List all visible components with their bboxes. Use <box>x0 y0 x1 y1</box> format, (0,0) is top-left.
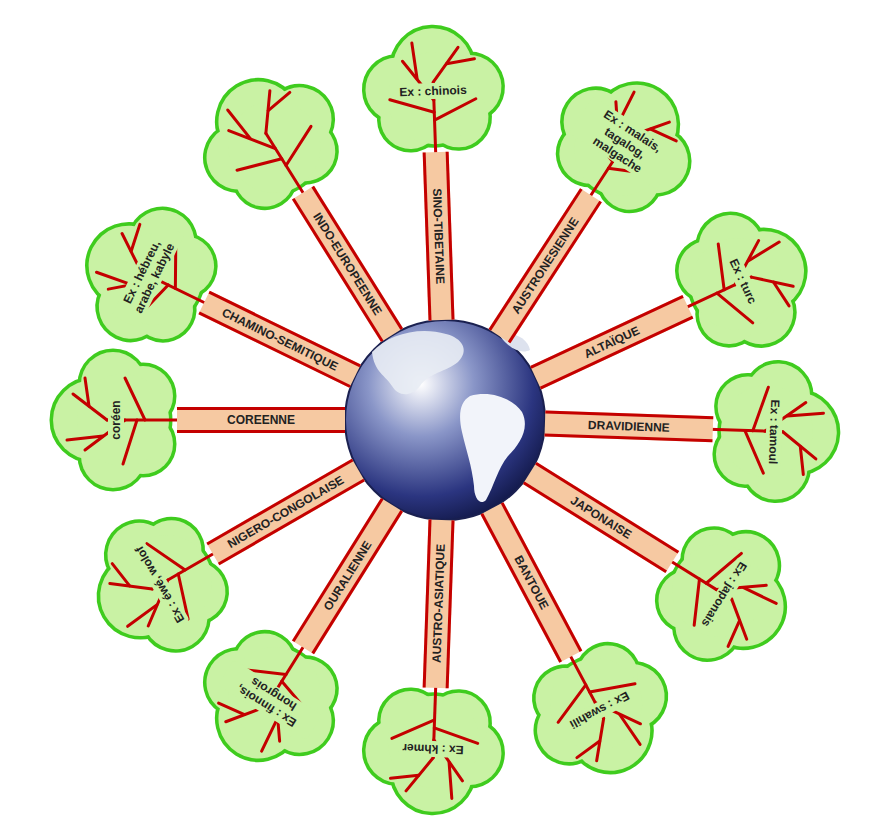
family-name: ALTAÏQUE <box>582 323 642 361</box>
family-branch: NIGERO-CONGOLAISE <box>206 459 364 566</box>
language-canopy: coréen <box>106 368 124 472</box>
family-branch: SINO-TIBETAINE <box>423 152 455 321</box>
family-branch: OURALIENNE <box>292 498 403 654</box>
canopy-vein <box>123 420 137 464</box>
canopies <box>53 26 839 814</box>
canopy-vein <box>743 430 764 473</box>
family-branch: JAPONAISE <box>523 462 679 573</box>
canopy-lobe <box>534 642 658 766</box>
canopy-lobe <box>655 527 782 654</box>
tree-canopy <box>63 187 238 365</box>
family-branch: BANTOUE <box>480 502 582 663</box>
tree-canopy <box>532 54 716 235</box>
land-south <box>460 394 525 502</box>
canopy-vein <box>448 762 453 798</box>
canopy-vein <box>787 412 823 417</box>
canopy-lobe <box>211 83 338 210</box>
canopy-vein <box>258 719 280 752</box>
canopy-vein <box>774 281 789 308</box>
family-branch: AUSTRONESIENNE <box>489 188 602 343</box>
family-name: AUSTRO-ASIATIQUE <box>430 544 448 664</box>
family-name: COREENNE <box>227 413 295 427</box>
canopy-vein <box>266 92 292 110</box>
tree-canopy <box>633 502 814 685</box>
canopy-vein <box>725 621 743 647</box>
canopy-vein <box>275 126 321 165</box>
tree-canopy <box>656 193 829 370</box>
canopy-vein <box>112 562 129 588</box>
tree-canopy <box>509 621 689 798</box>
family-name: JAPONAISE <box>568 493 634 542</box>
globe <box>345 320 545 520</box>
language-canopy: Ex : khmer <box>381 739 486 761</box>
canopy-vein <box>125 378 145 420</box>
language-example: Ex : chinois <box>397 82 471 101</box>
canopy-lobe <box>676 223 798 345</box>
family-name: NIGERO-CONGOLAISE <box>225 473 346 551</box>
canopy-vein <box>85 378 89 406</box>
canopy-vein <box>744 584 777 606</box>
canopy-vein <box>446 59 474 64</box>
canopy-vein <box>575 741 602 758</box>
language-canopy: Ex : tamoul <box>764 379 786 484</box>
canopy-vein <box>412 43 417 79</box>
canopy-vein <box>747 242 781 261</box>
canopy-vein <box>228 108 250 141</box>
family-name: BANTOUE <box>511 553 551 612</box>
canopy-vein <box>219 700 245 718</box>
canopy-vein <box>67 436 103 440</box>
canopy-vein <box>126 605 159 626</box>
tree-canopy <box>363 681 503 814</box>
canopy-vein <box>620 713 640 747</box>
tree-canopy <box>53 352 181 488</box>
tree-canopy <box>180 608 363 789</box>
family-name: OURALIENNE <box>321 539 375 614</box>
tree-canopy <box>180 51 363 232</box>
canopy-vein <box>390 98 434 114</box>
canopy-lobe <box>103 518 229 644</box>
family-branch: COREENNE <box>177 407 345 433</box>
family-name: CHAMINO-SEMITIQUE <box>219 305 340 373</box>
canopy-lobe <box>211 630 338 757</box>
land-north <box>372 331 464 394</box>
family-branch: DRAVIDIENNE <box>544 410 713 442</box>
canopy-vein <box>128 224 144 251</box>
tree-canopy <box>363 26 503 159</box>
language-example: Ex : tamoul <box>765 396 783 467</box>
tree-canopy <box>706 361 839 501</box>
globe-sphere <box>345 320 545 520</box>
canopy-vein <box>390 774 418 779</box>
family-branch: ALTAÏQUE <box>530 295 693 390</box>
canopy-lobe <box>94 217 217 340</box>
canopy-vein <box>799 446 804 474</box>
family-branch: INDO-EUROPEENNE <box>292 186 403 342</box>
family-branch: CHAMINO-SEMITIQUE <box>198 291 360 388</box>
language-example: Ex : khmer <box>400 740 468 758</box>
tree-canopy <box>72 493 251 675</box>
family-name: SINO-TIBETAINE <box>430 188 447 284</box>
family-name: DRAVIDIENNE <box>588 418 670 435</box>
canopy-vein <box>237 147 282 182</box>
family-branch: AUSTRO-ASIATIQUE <box>423 519 455 688</box>
language-example: coréen <box>108 397 124 442</box>
canopy-vein <box>434 99 477 120</box>
family-name: INDO-EUROPEENNE <box>310 210 384 318</box>
canopy-vein <box>392 718 435 739</box>
family-name: AUSTRONESIENNE <box>509 215 582 317</box>
